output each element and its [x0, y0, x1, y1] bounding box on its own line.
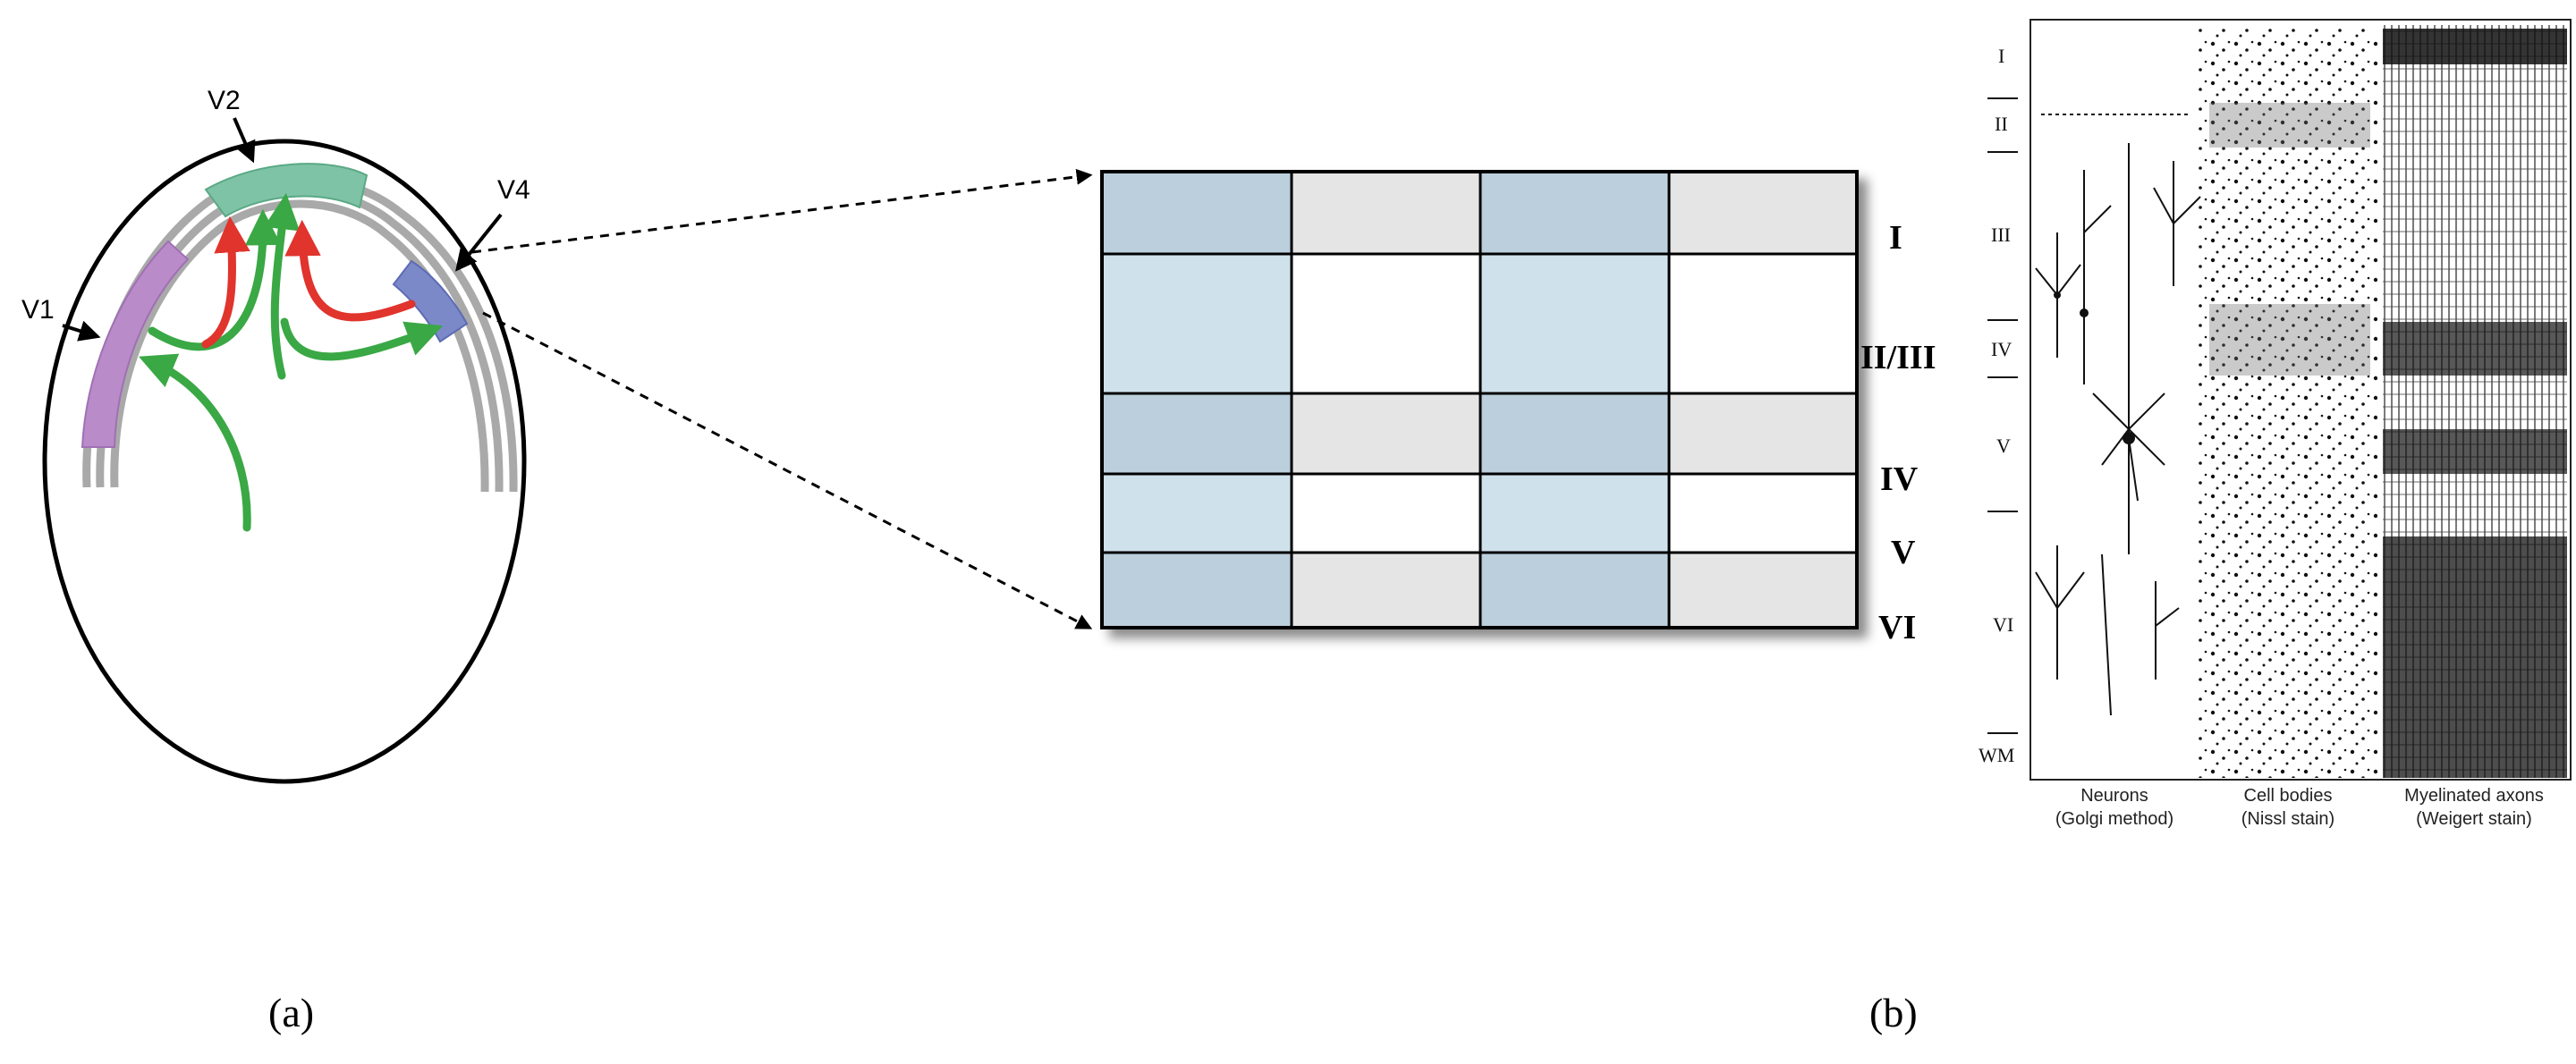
v1-label: V1 [21, 295, 55, 325]
zoom-projection-lines [471, 168, 1093, 629]
histology-label-i: I [1998, 45, 2004, 67]
v1-region [80, 240, 190, 448]
caption-a: (a) [268, 990, 314, 1035]
weigert-axons-column [2383, 25, 2567, 778]
grid-cell [1669, 474, 1857, 553]
caption-golgi-line2: (Golgi method) [2055, 809, 2174, 829]
pathway-arrows [139, 192, 444, 532]
v4-label: V4 [497, 175, 530, 205]
panel-a-brain-diagram: V2 V4 V1 [21, 86, 530, 784]
layer-label-i: I [1889, 219, 1902, 257]
layer-label-ii-iii: II/III [1860, 339, 1936, 376]
nissl-layer-ii-dense [2209, 103, 2370, 148]
grid-cell [1292, 393, 1480, 474]
nissl-layer-iv-dense [2209, 304, 2370, 376]
grid-cell [1292, 172, 1480, 254]
caption-golgi-line1: Neurons [2080, 786, 2148, 806]
grid-cell [1480, 172, 1669, 254]
histology-label-v: V [1996, 435, 2011, 457]
caption-b: (b) [1869, 990, 1918, 1035]
caption-weigert-line1: Myelinated axons [2404, 786, 2544, 806]
red-arrow-right [284, 219, 416, 322]
grid-cell [1480, 553, 1669, 628]
grid-cell [1102, 553, 1292, 628]
label-pointers [62, 117, 503, 342]
layer-label-iv: IV [1880, 460, 1919, 498]
layer-label-v: V [1891, 534, 1916, 571]
grid-cell [1480, 393, 1669, 474]
histology-label-wm: WM [1979, 744, 2014, 766]
grid-cell [1480, 254, 1669, 393]
histology-label-iv: IV [1991, 338, 2012, 360]
caption-nissl-line1: Cell bodies [2244, 786, 2333, 806]
grid-cell [1102, 393, 1292, 474]
histology-label-vi: VI [1993, 613, 2013, 636]
grid-cell [1102, 474, 1292, 553]
caption-weigert-line2: (Weigert stain) [2416, 809, 2532, 829]
cortical-layer-grid: I II/III IV V VI [1100, 170, 1936, 646]
grid-lines [1102, 172, 1857, 628]
grid-cell [1669, 393, 1857, 474]
histology-label-ii: II [1995, 113, 2008, 135]
grid-cell [1292, 474, 1480, 553]
grid-cell [1102, 172, 1292, 254]
grid-cell [1102, 254, 1292, 393]
grid-cells [1102, 172, 1857, 628]
v2-label: V2 [208, 86, 241, 115]
histology-layer-ticks [1987, 97, 2018, 734]
histology-layer-labels: I II III IV V VI WM [1979, 45, 2014, 766]
grid-cell [1669, 172, 1857, 254]
green-arrow-to-v2-left [148, 208, 282, 351]
grid-cell [1292, 254, 1480, 393]
grid-cell [1292, 553, 1480, 628]
green-arrow-to-v2-right [264, 192, 301, 380]
histology-label-iii: III [1991, 224, 2011, 246]
red-arrow-left [201, 215, 250, 349]
v2-region [204, 163, 369, 218]
grid-cell [1480, 474, 1669, 553]
green-arrow-to-v4 [280, 317, 444, 361]
layer-label-vi: VI [1878, 609, 1916, 646]
green-arrow-to-v1 [139, 353, 251, 532]
nissl-cell-bodies-column [2199, 27, 2377, 778]
histology-column-captions: Neurons (Golgi method) Cell bodies (Niss… [2055, 786, 2544, 829]
brain-outline [42, 139, 527, 784]
golgi-neurons-column [2035, 114, 2201, 716]
grid-cell [1669, 254, 1857, 393]
grid-cell [1669, 553, 1857, 628]
caption-nissl-line2: (Nissl stain) [2241, 809, 2334, 829]
panel-b-histology-figure: I II III IV V VI WM Neurons (Golgi metho… [1979, 19, 2572, 829]
layer-labels: I II/III IV V VI [1860, 219, 1936, 646]
